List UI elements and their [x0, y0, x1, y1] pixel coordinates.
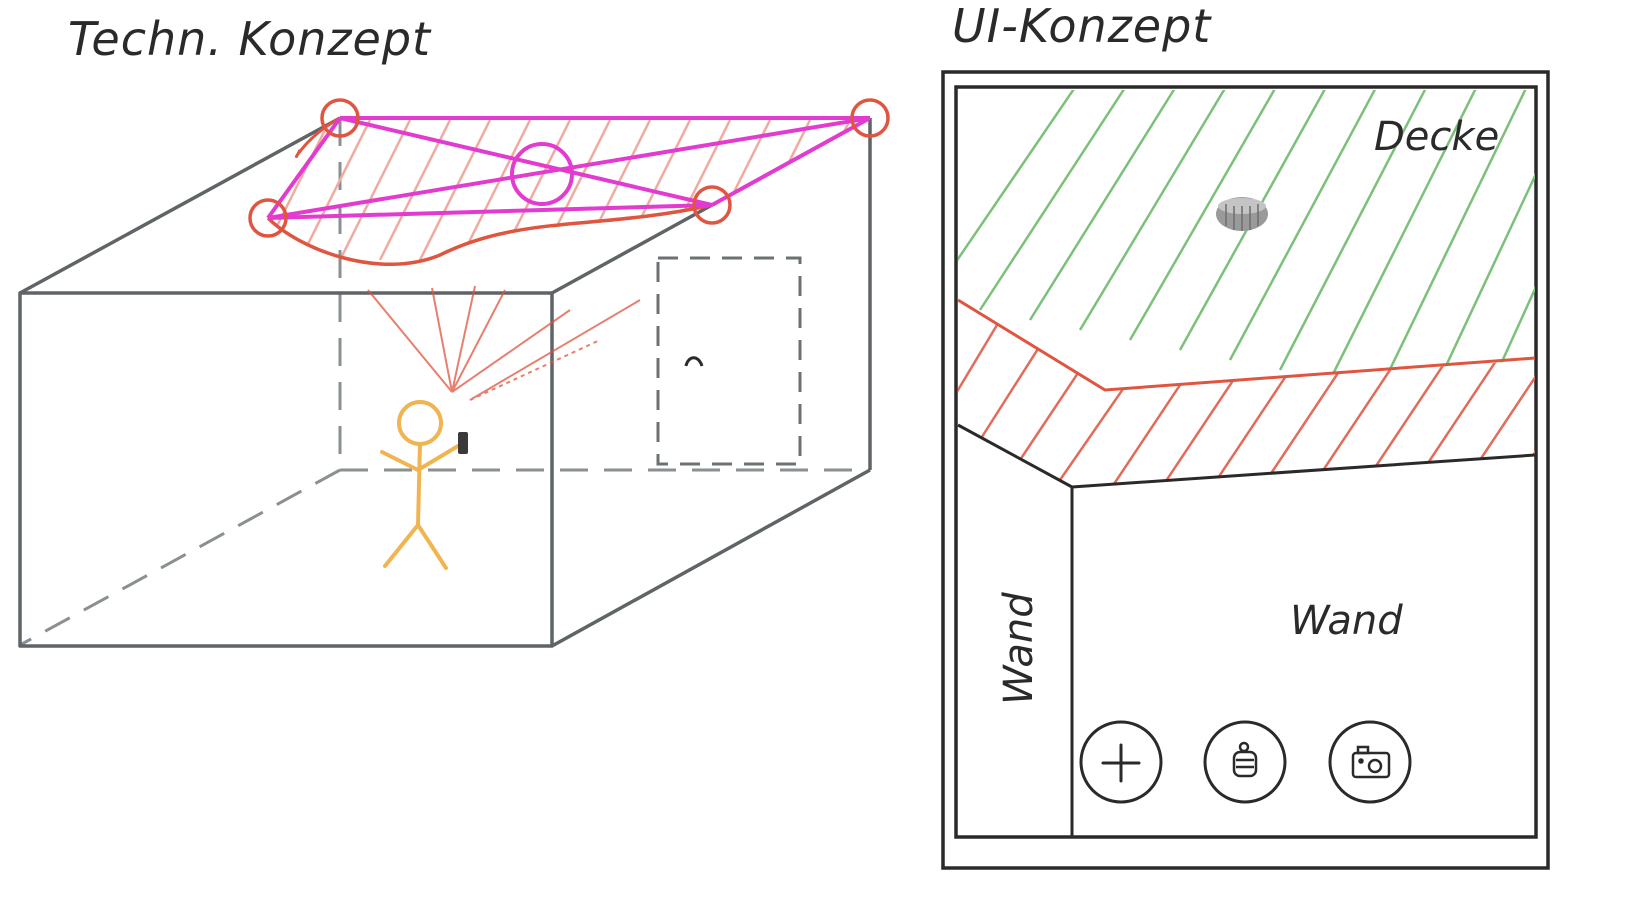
plus-icon — [1101, 743, 1141, 783]
anchor-points — [248, 98, 890, 238]
ceiling-hatch — [268, 119, 870, 261]
ceiling-label: Decke — [1374, 114, 1499, 160]
ceiling-outline — [266, 203, 713, 266]
placed-object-icon[interactable] — [1216, 197, 1268, 231]
person-figure — [380, 400, 460, 570]
camera-icon — [1351, 745, 1391, 779]
object-library-button[interactable] — [1203, 720, 1287, 804]
edge-red-hatch — [958, 319, 1535, 487]
camera-button[interactable] — [1328, 720, 1412, 804]
left-panel-title: Techn. Konzept — [68, 12, 432, 66]
visible-edges — [18, 116, 872, 648]
phone-frame — [941, 70, 1550, 870]
scan-rays — [367, 285, 641, 401]
front-wall-label: Wand — [1290, 598, 1403, 644]
anchor-network — [266, 116, 871, 220]
phone-icon — [458, 432, 468, 454]
door — [656, 256, 802, 466]
wall-edges — [957, 423, 1536, 836]
center-node — [510, 142, 574, 206]
ceiling-green-hatch — [958, 90, 1535, 390]
ceiling-region — [266, 116, 870, 266]
left-wall-label: Wand — [996, 592, 1042, 705]
jar-icon — [1232, 741, 1258, 778]
add-button[interactable] — [1079, 720, 1163, 804]
room-box — [18, 116, 872, 648]
ceiling-boundary — [957, 298, 1536, 392]
ceiling-outline-left — [294, 116, 341, 158]
right-panel-title: UI-Konzept — [952, 0, 1212, 53]
door-handle — [684, 356, 704, 367]
